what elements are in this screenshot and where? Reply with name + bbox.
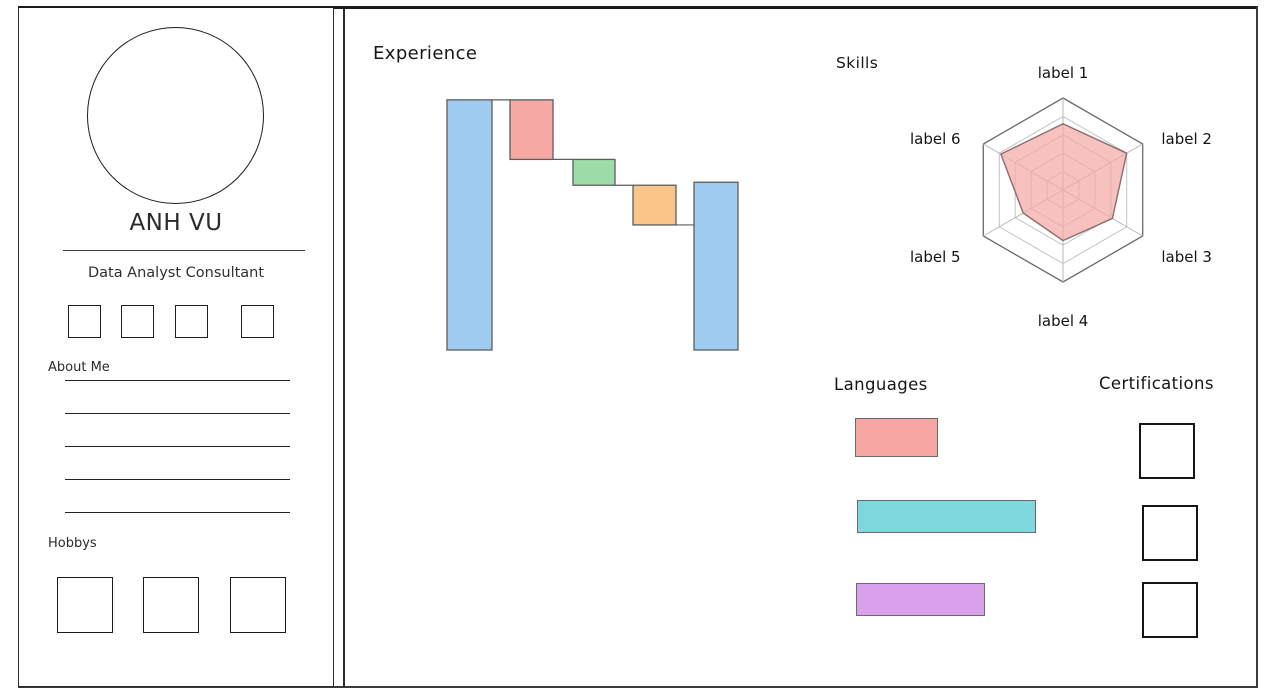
about-line-2	[65, 413, 290, 415]
waterfall-bar	[632, 184, 677, 226]
hobbys-label: Hobbys	[48, 536, 97, 551]
skills-title: Skills	[836, 54, 879, 72]
radar-axis-label-4: label 4	[1037, 312, 1089, 330]
waterfall-bar	[509, 99, 554, 161]
sheet-top-border	[18, 6, 1258, 9]
about-line-4	[65, 380, 290, 382]
social-icon-box-1[interactable]	[68, 305, 101, 338]
sheet-right-border	[1256, 6, 1258, 688]
radar-axis-label-2: label 2	[1161, 130, 1212, 148]
page-title: ANH VU	[129, 210, 223, 236]
languages-title: Languages	[834, 375, 928, 394]
name-divider	[63, 250, 305, 252]
experience-waterfall-chart	[430, 80, 760, 370]
social-icon-box-3[interactable]	[175, 305, 208, 338]
certification-box-1[interactable]	[1139, 423, 1195, 479]
waterfall-svg	[446, 99, 739, 351]
radar-axis-label-5: label 5	[910, 248, 961, 266]
hobby-box-2[interactable]	[143, 577, 199, 633]
radar-svg	[982, 97, 1144, 283]
language-bar-2	[857, 500, 1036, 533]
sheet-bottom-border	[18, 686, 1258, 688]
skills-radar-chart: label 1 label 2 label 3 label 4 label 5 label…	[900, 64, 1230, 330]
certification-box-3[interactable]	[1142, 582, 1198, 638]
language-bar-1	[855, 418, 938, 457]
about-line-4b	[65, 479, 290, 481]
social-icon-box-4[interactable]	[241, 305, 274, 338]
radar-axis-label-6: label 6	[910, 130, 961, 148]
certifications-title: Certifications	[1099, 374, 1214, 393]
about-line-5	[65, 512, 290, 514]
waterfall-bar	[446, 99, 493, 351]
panel-divider	[343, 9, 345, 687]
waterfall-bar	[693, 181, 739, 351]
language-bar-3	[856, 583, 985, 616]
radar-axis-label-3: label 3	[1161, 248, 1212, 266]
about-me-label: About Me	[48, 360, 110, 375]
experience-title: Experience	[373, 43, 478, 64]
about-line-3	[65, 446, 290, 448]
hobby-box-1[interactable]	[57, 577, 113, 633]
avatar	[87, 27, 264, 204]
role-subtitle: Data Analyst Consultant	[87, 265, 265, 281]
social-icon-row	[68, 305, 278, 339]
waterfall-bar	[572, 158, 616, 186]
radar-data-polygon	[1000, 123, 1128, 242]
hobbys-box-row	[57, 577, 307, 635]
radar-axis-label-1: label 1	[1037, 64, 1089, 82]
hobby-box-3[interactable]	[230, 577, 286, 633]
certification-box-2[interactable]	[1142, 505, 1198, 561]
social-icon-box-2[interactable]	[121, 305, 154, 338]
